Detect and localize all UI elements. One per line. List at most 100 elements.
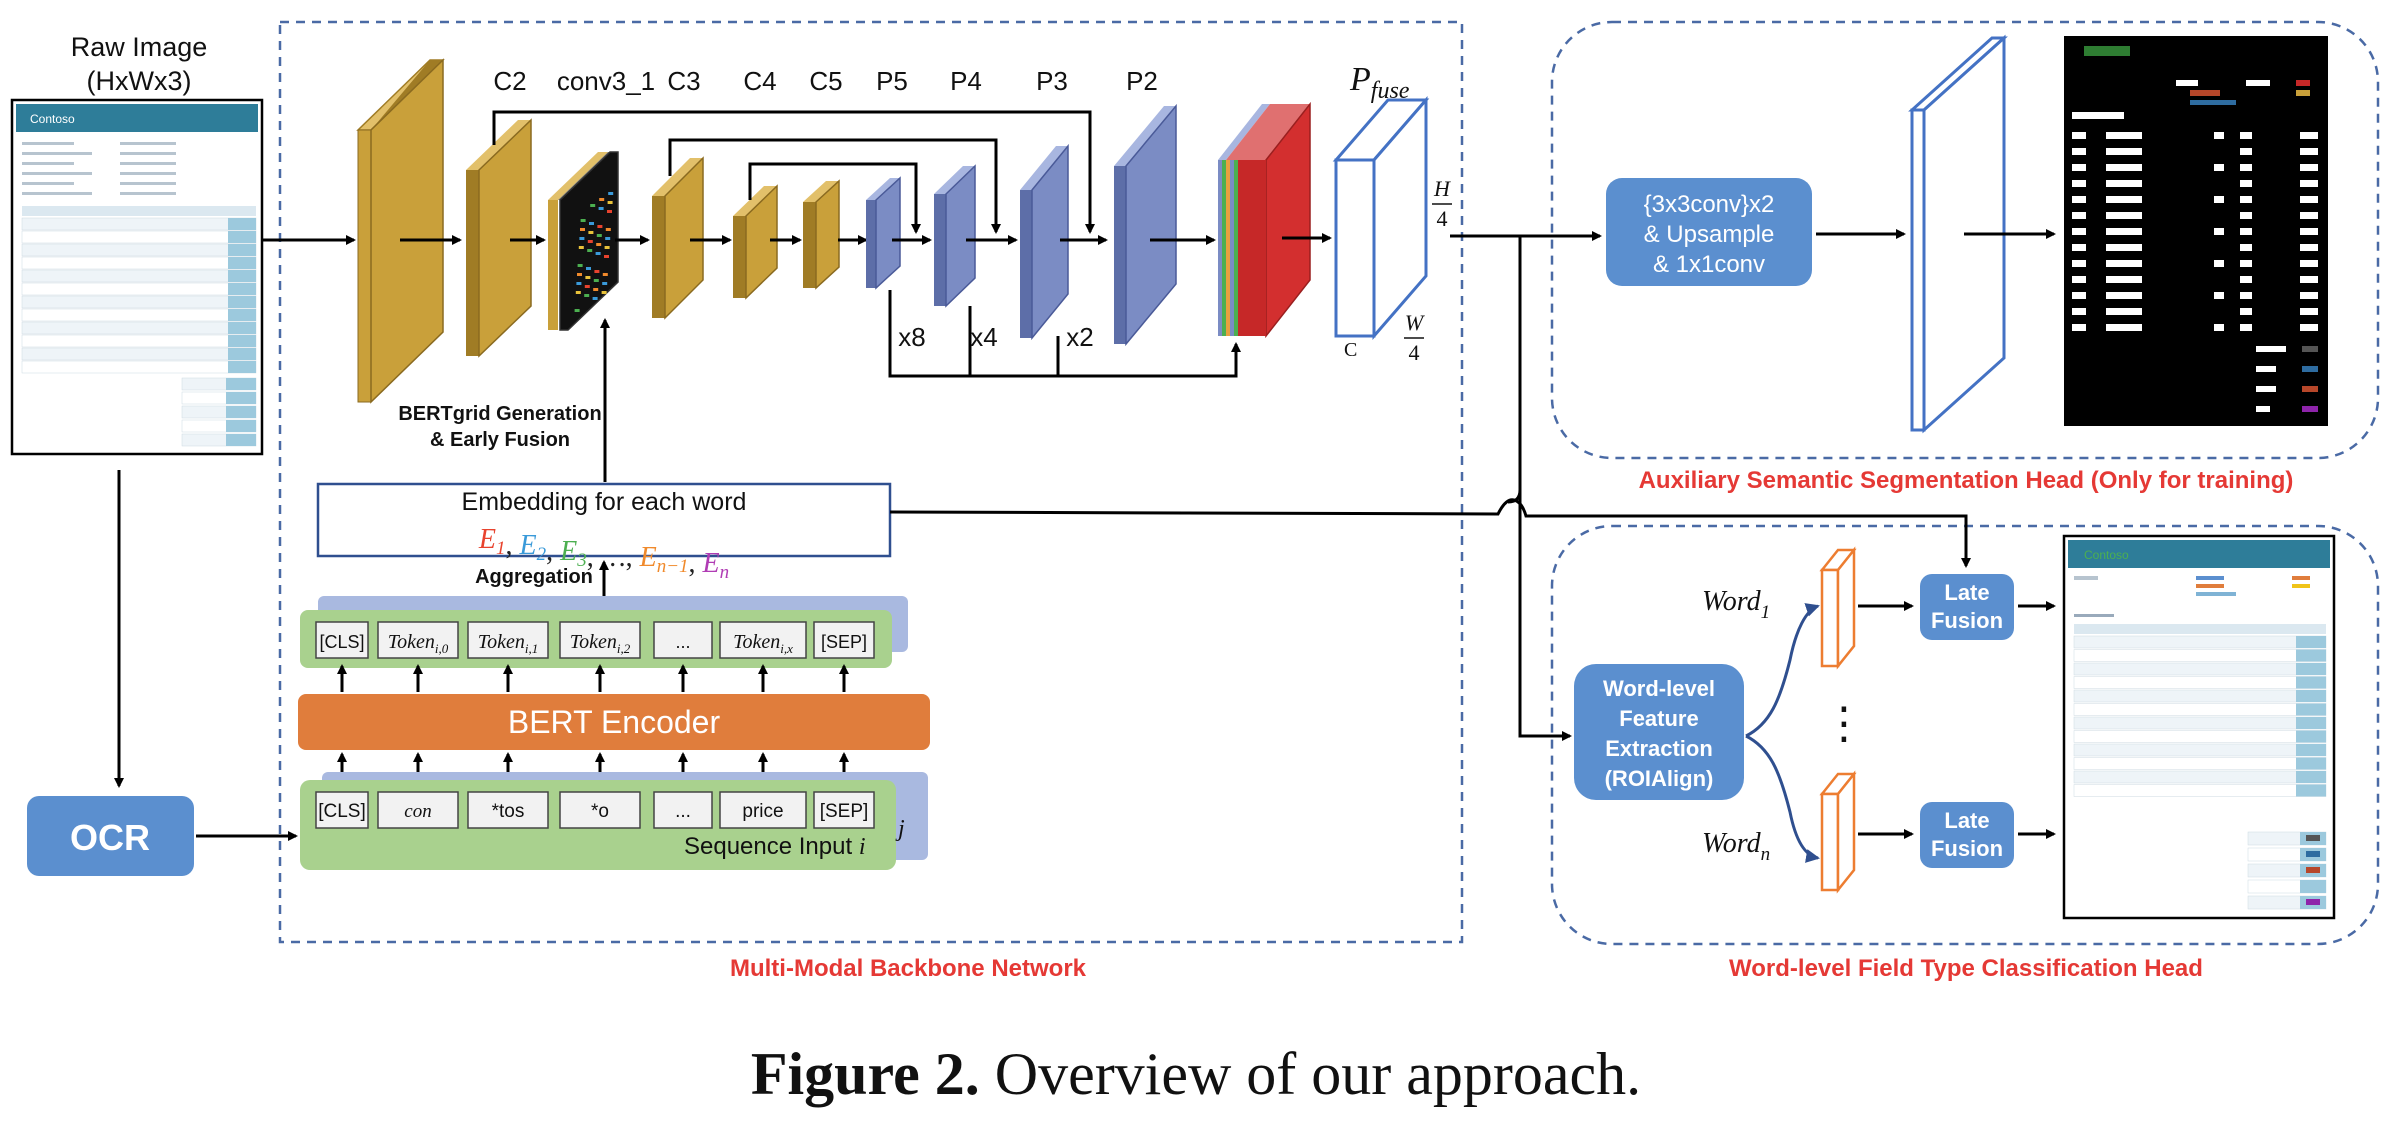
backbone-panel (278, 20, 1464, 944)
seg-conv-block (1606, 178, 1812, 286)
ocr-box (27, 796, 194, 876)
late-fusion-last-line2: Fusion (1931, 836, 2003, 861)
output-token-label: [SEP] (821, 632, 867, 652)
embedding-box (316, 482, 892, 558)
stage-label: C3 (667, 66, 700, 96)
concatenated-feature-stack (1218, 101, 1311, 339)
ellipsis-vertical: ⋮ (1822, 698, 1866, 749)
stage-label: P2 (1126, 66, 1158, 96)
roi-extraction-block (1574, 664, 1744, 800)
cls-head-title: Word-level Field Type Classification Hea… (1729, 955, 2203, 982)
stage-p4-layer (934, 164, 976, 308)
input-token-box (559, 791, 641, 829)
input-token-box (719, 791, 807, 829)
seg-conv-line2: & Upsample (1644, 221, 1775, 248)
input-token-label: [SEP] (820, 801, 869, 822)
embedding-title: Embedding for each word (462, 488, 747, 516)
channel-label: C (1344, 339, 1357, 361)
raw-invoice-brand: Contoso (30, 112, 75, 126)
output-token-box (719, 621, 807, 659)
input-token-box (315, 791, 369, 829)
embedding-item: E (702, 548, 720, 579)
word-first-label: Word1 (1702, 586, 1770, 623)
stage-label: P4 (950, 66, 982, 96)
stage-label: C4 (743, 66, 776, 96)
bert-encoder-box (298, 694, 930, 750)
late-fusion-last (1920, 802, 2014, 868)
stage-label: conv3_1 (557, 66, 655, 96)
aggregation-label: Aggregation (475, 566, 593, 588)
embedding-item-sub: n−1 (657, 556, 689, 577)
classified-invoice-brand: Contoso (2084, 548, 2129, 562)
stage-label: P3 (1036, 66, 1068, 96)
stage-label: C5 (809, 66, 842, 96)
stage-c3-layer (652, 156, 704, 320)
input-token-label: [CLS] (318, 801, 366, 822)
stage-label: P5 (876, 66, 908, 96)
backbone-section-title: Multi-Modal Backbone Network (730, 955, 1087, 982)
bert-encoder-label: BERT Encoder (508, 704, 721, 740)
caption-label: Figure 2. (750, 1041, 980, 1107)
embedding-item: E (639, 542, 657, 573)
output-token-label: Tokeni,x (733, 631, 793, 656)
w-fraction-num: W (1405, 310, 1425, 335)
stage-label: C2 (493, 66, 526, 96)
stage-input-layer (356, 58, 445, 404)
bertgrid-label-line2: & Early Fusion (430, 429, 570, 451)
input-token-label: *o (591, 801, 609, 822)
roi-line4: (ROIAlign) (1605, 766, 1714, 791)
h-fraction-den: 4 (1437, 206, 1448, 231)
embedding-item-sub: 3 (576, 550, 587, 571)
late-fusion-first-line1: Late (1944, 580, 1989, 605)
output-token-label: [CLS] (319, 632, 364, 652)
output-token-box (653, 621, 713, 659)
input-token-box (813, 791, 875, 829)
output-token-label: Tokeni,2 (570, 631, 631, 656)
raw-image-size: (HxWx3) (87, 66, 192, 96)
ocr-label: OCR (70, 817, 150, 858)
segmentation-mask-image (2064, 36, 2328, 426)
embedding-item: E (518, 530, 536, 561)
input-token-label: ... (675, 801, 691, 822)
late-fusion-first (1920, 574, 2014, 640)
raw-image-title: Raw Image (71, 32, 208, 62)
stage-conv3-1-bertgrid-layer (548, 151, 619, 331)
late-fusion-first-line2: Fusion (1931, 608, 2003, 633)
output-token-box (315, 621, 369, 659)
stage-c4-layer (733, 184, 778, 300)
input-token-box (377, 791, 459, 829)
p-fuse-label: Pfuse (1349, 61, 1410, 104)
roi-line1: Word-level (1603, 676, 1715, 701)
stage-p3-layer (1020, 143, 1069, 341)
output-token-label: ... (675, 632, 690, 652)
embedding-item-sub: 1 (496, 538, 506, 559)
raw-invoice-thumbnail: Contoso (10, 98, 264, 456)
embedding-item-sub: n (720, 562, 730, 583)
stage-p5-layer (866, 176, 901, 290)
seg-conv-line1: {3x3conv}x2 (1644, 191, 1775, 218)
late-fusion-last-line1: Late (1944, 808, 1989, 833)
upsample-label: x8 (898, 322, 925, 352)
segmentation-head-panel (1550, 20, 2380, 460)
input-token-label: *tos (492, 801, 525, 822)
output-token-box (813, 621, 875, 659)
output-token-label: Tokeni,1 (478, 631, 538, 656)
output-token-label: Tokeni,0 (388, 631, 449, 656)
stage-c5-layer (803, 179, 840, 290)
bertgrid-label-line1: BERTgrid Generation (398, 403, 601, 425)
input-token-label: con (404, 801, 431, 822)
roi-line3: Extraction (1605, 736, 1713, 761)
word-feature-first (1819, 546, 1857, 670)
sequence-input-label: Sequence Input i (684, 833, 865, 860)
word-last-label: Wordn (1702, 828, 1770, 865)
stage-p2-layer (1114, 103, 1177, 347)
stage-c2-layer (466, 118, 532, 358)
output-token-box (377, 621, 459, 659)
input-token-box (653, 791, 713, 829)
w-fraction-den: 4 (1409, 340, 1420, 365)
input-token-box (467, 791, 549, 829)
stack-index-label: j (895, 816, 905, 842)
output-token-box (559, 621, 641, 659)
